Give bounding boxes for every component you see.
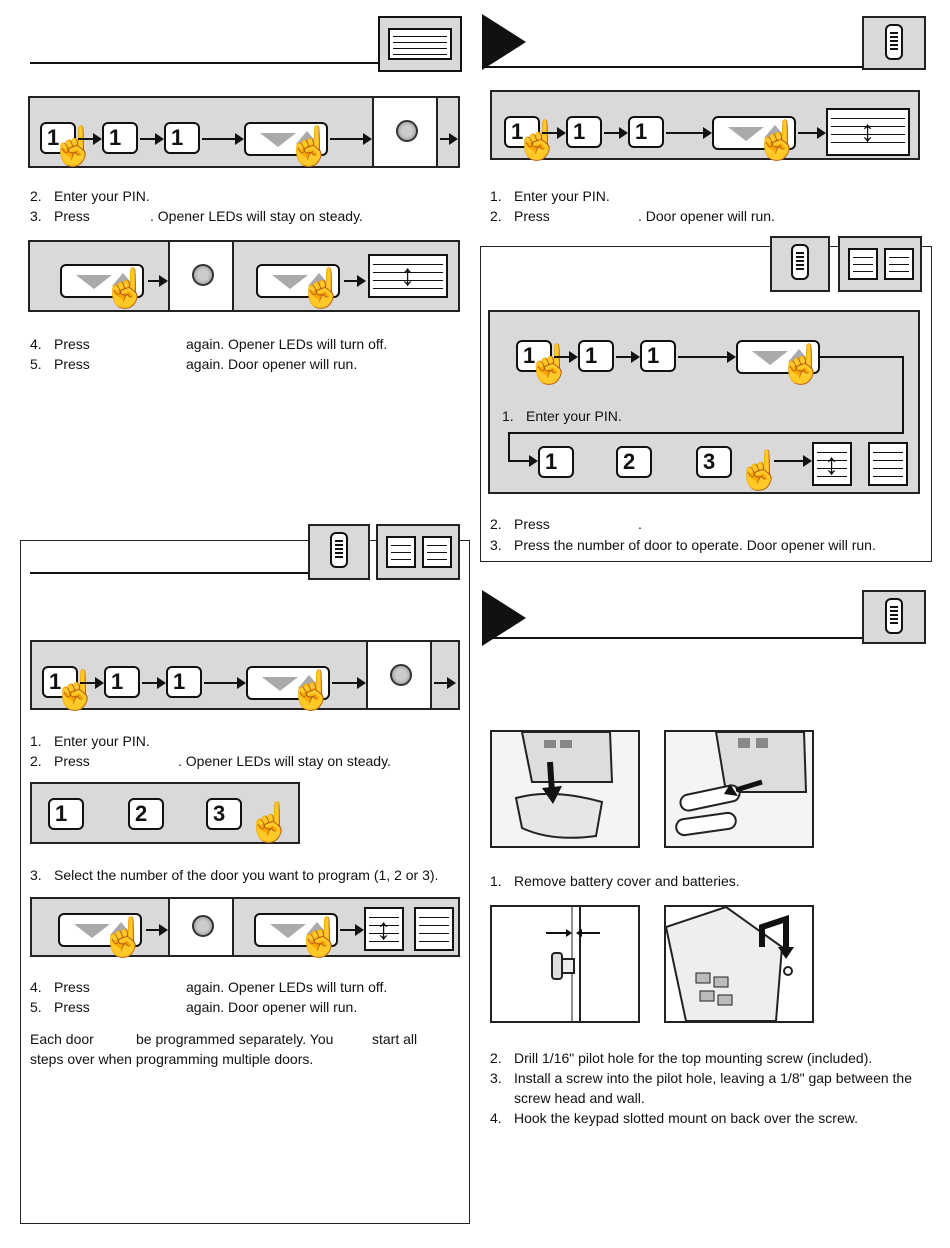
garage-door-icon — [414, 907, 454, 951]
keypad-icon — [770, 236, 830, 292]
keypad-icon — [308, 524, 370, 580]
arrow-icon — [146, 924, 168, 936]
sequence-strip: 1 ☝ 1 1 ☝ 1.Enter your PIN. 1 2 3 ☝ ↕ — [488, 310, 920, 494]
garage-door-icon: ↕ — [826, 108, 910, 156]
sequence-strip: ☝ ☝ ↕ — [30, 897, 460, 957]
garage-door-icon: ↕ — [812, 442, 852, 486]
keypad-mount-illustration — [664, 905, 814, 1023]
arrow-icon — [78, 133, 102, 145]
section-rule — [482, 66, 864, 68]
arrow-icon — [340, 924, 364, 936]
arrow-icon — [204, 677, 246, 689]
keypad-icon — [862, 590, 926, 644]
key-1[interactable]: 1 — [538, 446, 574, 478]
key-1[interactable]: 1 — [578, 340, 614, 372]
pointing-hand-icon: ☝ — [100, 917, 148, 959]
section-marker-icon — [482, 14, 526, 70]
screw-gap-illustration — [490, 905, 640, 1023]
pointing-hand-icon: ☝ — [778, 344, 826, 386]
garage-door-icon: ↕ — [368, 254, 448, 298]
sequence-strip: 1 ☝ 1 1 ☝ — [30, 640, 460, 710]
key-1[interactable]: 1 — [164, 122, 200, 154]
arrow-icon — [330, 133, 372, 145]
pointing-hand-icon: ☝ — [296, 917, 344, 959]
enter-key[interactable] — [244, 122, 328, 156]
led-light-icon — [168, 242, 234, 310]
garage-door-icon: ↕ — [364, 907, 404, 951]
arrow-icon — [678, 351, 736, 363]
led-light-icon — [366, 642, 432, 708]
led-light-icon — [372, 98, 438, 166]
pointing-hand-icon: ☝ — [298, 268, 346, 310]
pointing-hand-icon: ☝ — [526, 344, 574, 386]
section-rule — [30, 572, 310, 574]
pointing-hand-icon: ☝ — [736, 450, 784, 492]
arrow-icon — [554, 351, 578, 363]
key-1[interactable]: 1 — [48, 798, 84, 830]
key-2[interactable]: 2 — [128, 798, 164, 830]
pointing-hand-icon: ☝ — [102, 268, 150, 310]
arrow-icon — [774, 455, 812, 467]
section-marker-icon — [482, 590, 526, 646]
key-3[interactable]: 3 — [206, 798, 242, 830]
arrow-icon — [604, 127, 628, 139]
key-1[interactable]: 1 — [640, 340, 676, 372]
garage-door-icon — [868, 442, 908, 486]
section-rule — [30, 62, 380, 64]
key-1[interactable]: 1 — [104, 666, 140, 698]
keypad-icon — [862, 16, 926, 70]
enter-key[interactable] — [256, 264, 340, 298]
key-1[interactable]: 1 — [42, 666, 78, 698]
arrow-icon — [542, 127, 566, 139]
led-light-icon — [168, 899, 234, 955]
sequence-strip: ☝ ☝ ↕ — [28, 240, 460, 312]
arrow-icon — [616, 351, 640, 363]
pointing-hand-icon: ☝ — [514, 120, 562, 162]
arrow-icon — [508, 455, 538, 467]
enter-key[interactable] — [60, 264, 144, 298]
pointing-hand-icon: ☝ — [50, 126, 98, 168]
key-1[interactable]: 1 — [40, 122, 76, 154]
arrow-icon — [148, 275, 168, 287]
enter-key[interactable] — [58, 913, 142, 947]
key-1[interactable]: 1 — [628, 116, 664, 148]
sequence-strip: 1 ☝ 1 1 ☝ ↕ — [490, 90, 920, 160]
program-panel — [20, 540, 470, 1224]
key-1[interactable]: 1 — [504, 116, 540, 148]
enter-key[interactable] — [736, 340, 820, 374]
sequence-strip: 1 ☝ 1 1 ☝ — [28, 96, 460, 168]
arrow-icon — [440, 133, 458, 145]
garage-door-icon — [376, 524, 460, 580]
arrow-icon — [332, 677, 366, 689]
pointing-hand-icon: ☝ — [754, 120, 802, 162]
battery-cover-removal-illustration — [490, 730, 640, 848]
arrow-icon — [666, 127, 712, 139]
arrow-icon — [344, 275, 366, 287]
pointing-hand-icon: ☝ — [246, 802, 294, 844]
key-3[interactable]: 3 — [696, 446, 732, 478]
enter-key[interactable] — [246, 666, 330, 700]
key-1[interactable]: 1 — [166, 666, 202, 698]
arrow-icon — [140, 133, 164, 145]
pointing-hand-icon: ☝ — [288, 670, 336, 712]
key-1[interactable]: 1 — [566, 116, 602, 148]
key-2[interactable]: 2 — [616, 446, 652, 478]
pointing-hand-icon: ☝ — [286, 126, 334, 168]
arrow-icon — [202, 133, 244, 145]
battery-removal-illustration — [664, 730, 814, 848]
enter-key[interactable] — [254, 913, 338, 947]
key-1[interactable]: 1 — [516, 340, 552, 372]
garage-door-icon — [838, 236, 922, 292]
arrow-icon — [434, 677, 456, 689]
garage-door-icon — [378, 16, 462, 72]
enter-key[interactable] — [712, 116, 796, 150]
arrow-icon — [142, 677, 166, 689]
arrow-icon — [80, 677, 104, 689]
arrow-icon — [798, 127, 826, 139]
door-select-strip: 1 2 3 ☝ — [30, 782, 300, 844]
pointing-hand-icon: ☝ — [52, 670, 100, 712]
key-1[interactable]: 1 — [102, 122, 138, 154]
section-rule — [482, 637, 864, 639]
